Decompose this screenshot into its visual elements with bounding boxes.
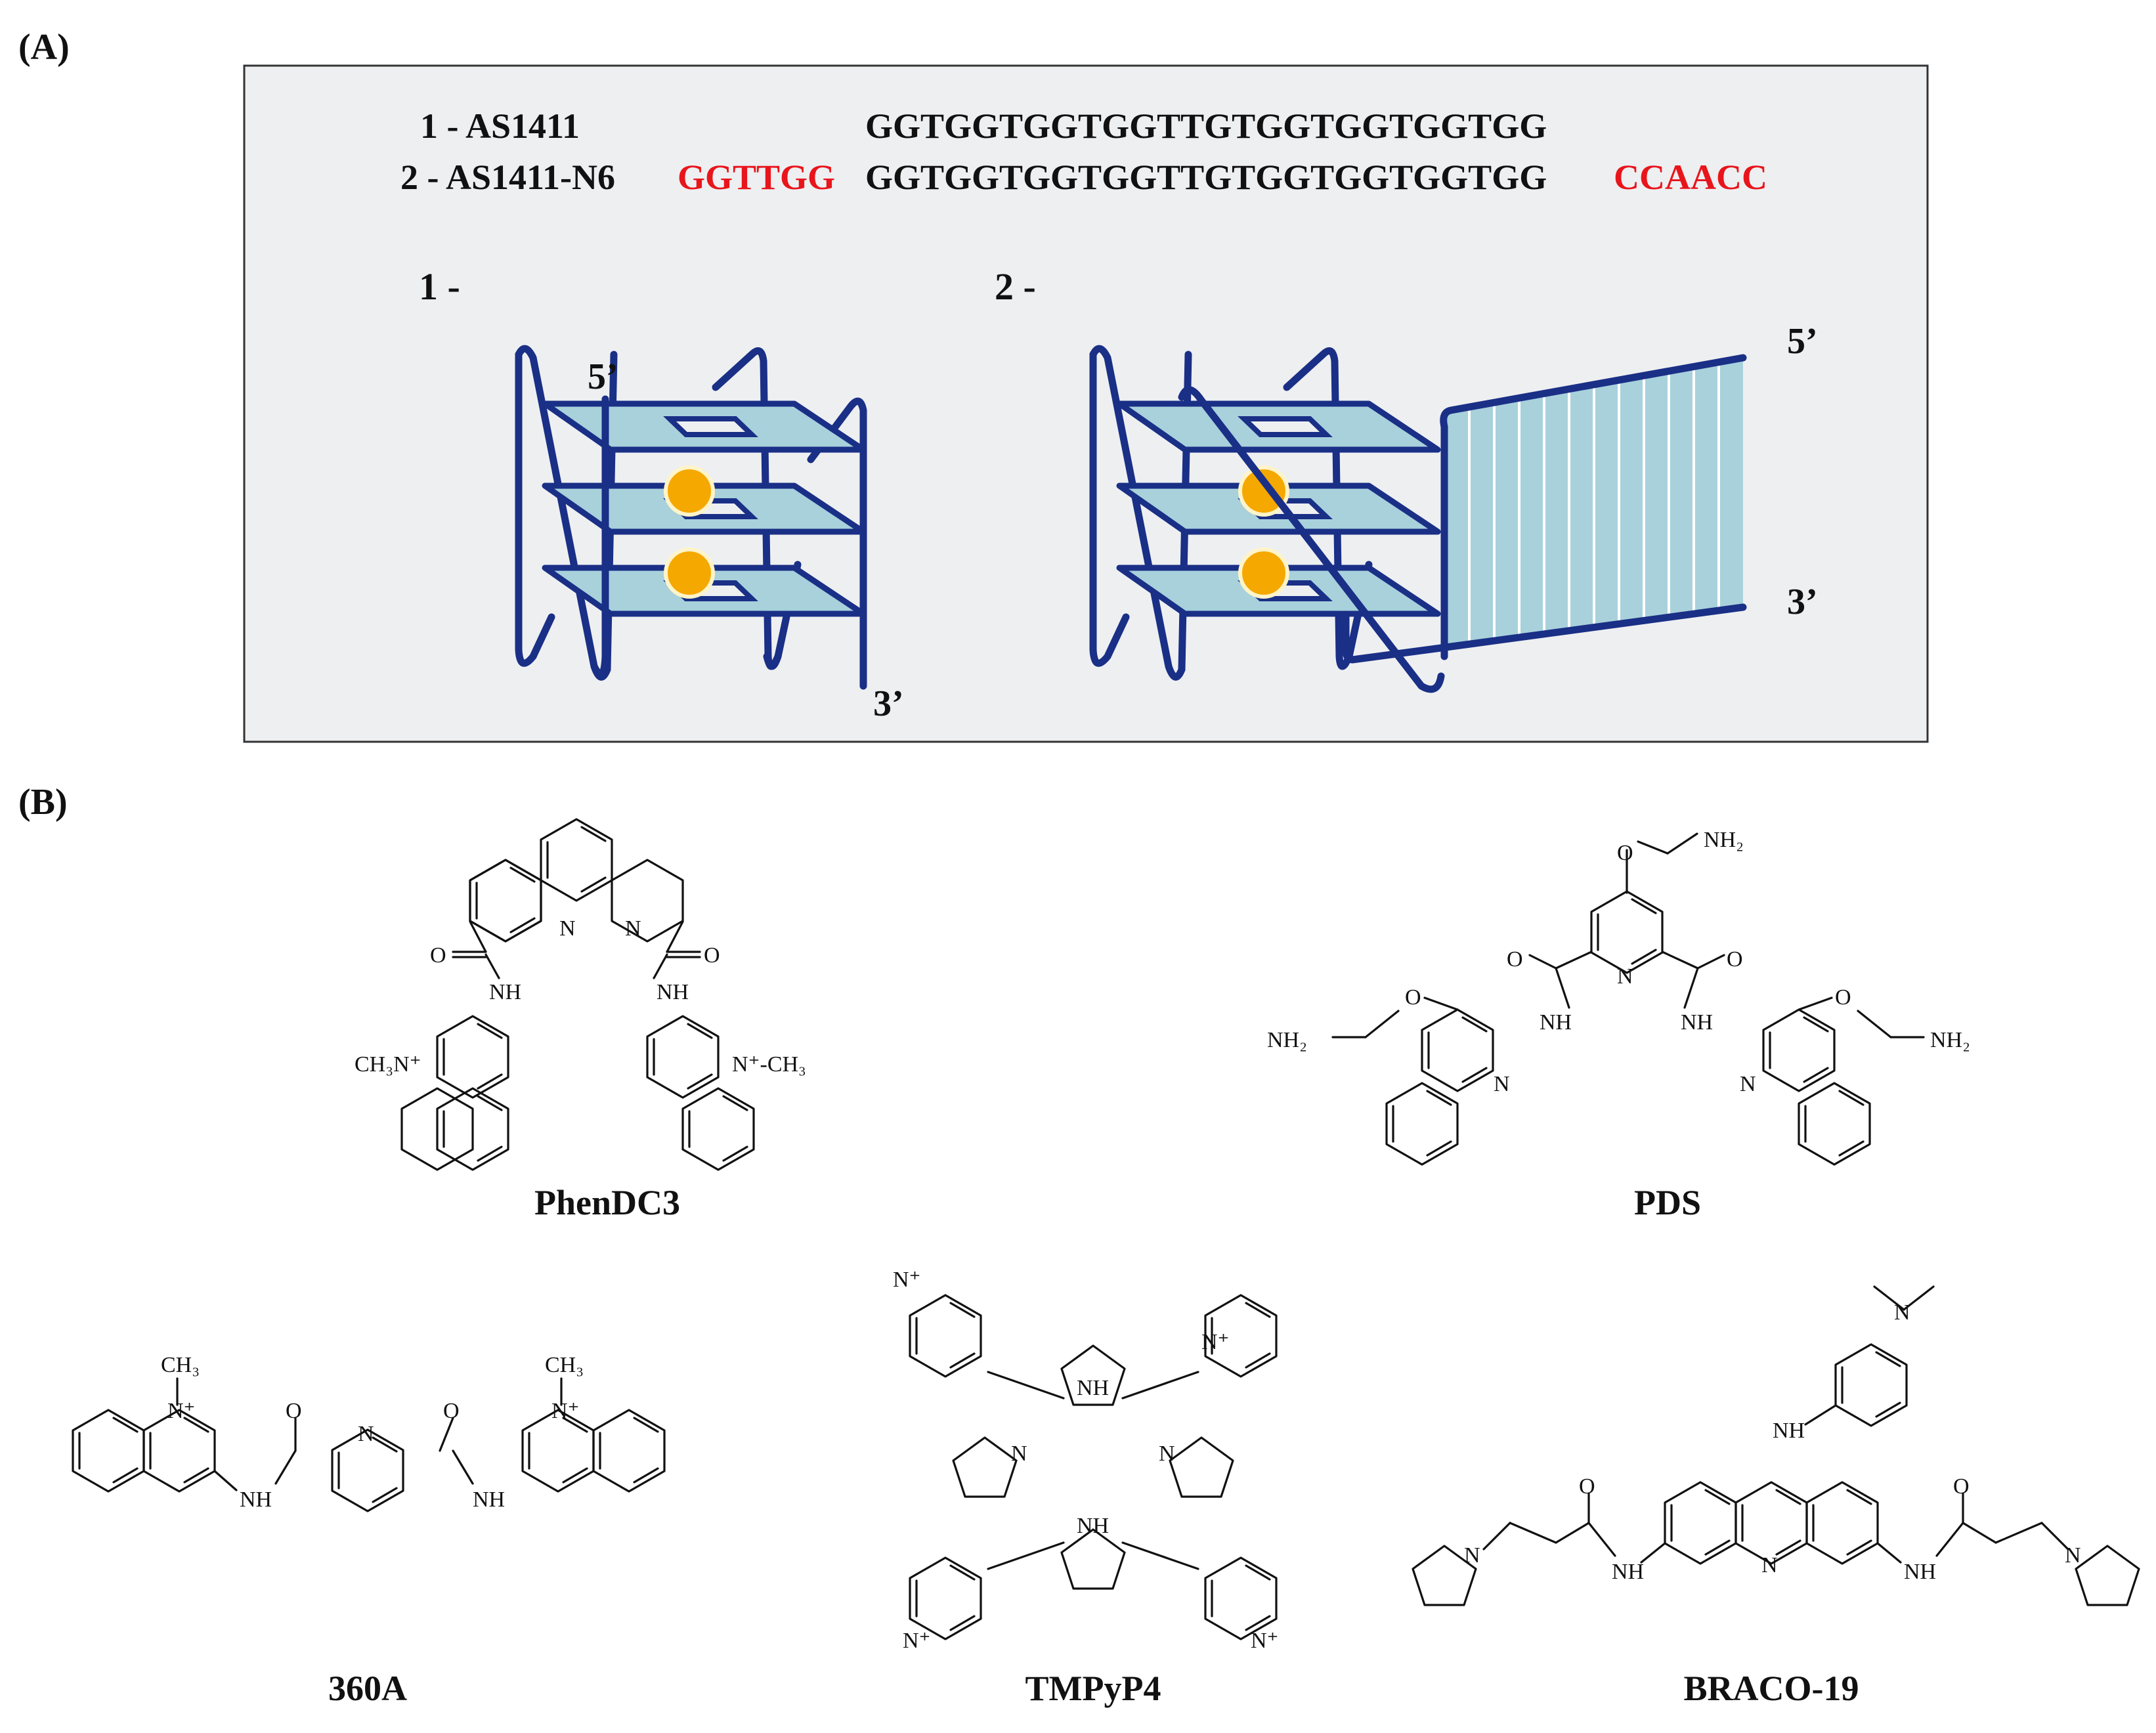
svg-text:NH: NH — [1077, 1514, 1109, 1538]
svg-text:N: N — [1464, 1543, 1480, 1568]
strand-diagonal — [1178, 386, 1445, 693]
svg-text:N: N — [1894, 1300, 1910, 1325]
svg-text:O: O — [430, 943, 446, 968]
svg-text:NH: NH — [657, 980, 689, 1004]
panel-a-label: (A) — [18, 27, 70, 68]
360a-structure: N⁺ CH₃ NH O N O NH N⁺ CH₃ 360A — [72, 1353, 666, 1708]
svg-text:O: O — [1617, 841, 1633, 865]
structure-2-five-prime: 5’ — [1787, 321, 1818, 362]
panel-b-label: (B) — [18, 782, 68, 823]
svg-text:N⁺: N⁺ — [167, 1399, 196, 1423]
svg-text:N⁺: N⁺ — [903, 1629, 931, 1653]
svg-text:O: O — [704, 943, 720, 968]
svg-text:N⁺: N⁺ — [1251, 1629, 1279, 1653]
strand-front — [763, 653, 782, 670]
sequence-2-prefix: GGTTGG — [678, 158, 835, 197]
svg-text:NH: NH — [1904, 1560, 1936, 1584]
svg-text:O: O — [1507, 947, 1523, 972]
svg-text:NH: NH — [240, 1487, 272, 1512]
svg-text:N: N — [2065, 1543, 2081, 1568]
svg-text:NH: NH — [1773, 1419, 1805, 1443]
tetrad-top — [542, 400, 867, 453]
base-pairs — [1468, 362, 1720, 647]
svg-text:NH: NH — [1540, 1010, 1572, 1035]
svg-text:NH₂: NH₂ — [1267, 1028, 1307, 1052]
svg-text:O: O — [1727, 947, 1743, 972]
strand-loop — [1089, 345, 1192, 681]
g-quadruplex-1: 1 - 5’ 3’ — [419, 265, 904, 724]
svg-text:N⁺: N⁺ — [1201, 1330, 1230, 1354]
svg-text:N⁺: N⁺ — [893, 1268, 921, 1292]
svg-text:N⁺: N⁺ — [551, 1399, 580, 1423]
cation-ion — [664, 465, 715, 517]
compound-name: TMPyP4 — [1025, 1669, 1161, 1708]
svg-text:O: O — [443, 1399, 460, 1423]
sequence-1-name: 1 - AS1411 — [420, 106, 580, 146]
cation-ion — [1238, 465, 1289, 517]
svg-text:NH: NH — [1612, 1560, 1644, 1584]
strand-top — [1440, 354, 1747, 660]
svg-text:NH: NH — [1077, 1376, 1109, 1400]
svg-text:NH: NH — [489, 980, 521, 1004]
cation-ion — [1238, 547, 1289, 599]
sequence-list: 1 - AS1411 GGTGGTGGTGGTTGTGGTGGTGGTGG 2 … — [400, 106, 1767, 197]
structure-2-three-prime: 3’ — [1787, 582, 1818, 622]
compound-name: 360A — [328, 1669, 407, 1708]
structure-1-label: 1 - — [419, 265, 460, 308]
phendc3-structure: N N O O NH NH CH₃N⁺ N⁺-CH₃ PhenDC3 — [355, 818, 806, 1222]
structure-1-five-prime: 5’ — [588, 356, 618, 397]
svg-text:N: N — [1159, 1442, 1175, 1466]
svg-text:NH: NH — [473, 1487, 505, 1512]
svg-text:N: N — [1761, 1553, 1778, 1577]
svg-text:N: N — [625, 916, 641, 941]
compound-name: BRACO-19 — [1684, 1669, 1859, 1708]
svg-text:N⁺-CH₃: N⁺-CH₃ — [732, 1052, 806, 1077]
sequence-2-core: GGTGGTGGTGGTTGTGGTGGTGGTGG — [865, 158, 1547, 197]
compound-name: PhenDC3 — [534, 1183, 680, 1222]
svg-text:N: N — [1011, 1442, 1027, 1466]
sequence-1-core: GGTGGTGGTGGTTGTGGTGGTGGTGG — [865, 106, 1547, 146]
g-quadruplex-2: 2 - — [995, 265, 1818, 693]
braco19-structure: N NH N NH O N NH O N BRACO-19 — [1412, 1285, 2140, 1708]
svg-text:NH₂: NH₂ — [1704, 828, 1744, 852]
svg-text:N: N — [358, 1422, 374, 1446]
svg-text:N: N — [1494, 1072, 1510, 1096]
tetrad-top — [1116, 400, 1441, 453]
svg-text:NH: NH — [1681, 1010, 1713, 1035]
svg-text:N: N — [1617, 964, 1633, 989]
svg-text:O: O — [1953, 1474, 1970, 1499]
svg-text:CH₃N⁺: CH₃N⁺ — [355, 1052, 421, 1077]
compound-name: PDS — [1634, 1183, 1701, 1222]
pds-structure: O NH₂ N O NH O NH N N O NH₂ O NH₂ PDS — [1267, 828, 1970, 1222]
tmpyp4-structure: NH NH N N N⁺ N⁺ N⁺ N⁺ TMPyP4 — [893, 1268, 1279, 1708]
strand-front — [1089, 351, 1130, 667]
sequence-2-suffix: CCAACC — [1614, 158, 1767, 197]
strand-loop — [807, 397, 867, 690]
svg-text:O: O — [1579, 1474, 1595, 1499]
svg-text:O: O — [1405, 985, 1421, 1010]
svg-text:O: O — [286, 1399, 302, 1423]
cation-ion — [664, 547, 715, 599]
strand-front — [590, 395, 609, 678]
svg-text:CH₃: CH₃ — [545, 1353, 584, 1377]
svg-text:N: N — [1740, 1072, 1756, 1096]
structure-2-label: 2 - — [995, 265, 1036, 308]
structure-1-three-prime: 3’ — [873, 683, 904, 724]
strand-front — [515, 351, 555, 667]
svg-text:O: O — [1835, 985, 1851, 1010]
sequence-2-name: 2 - AS1411-N6 — [400, 158, 615, 197]
svg-text:N: N — [559, 916, 576, 941]
svg-text:CH₃: CH₃ — [161, 1353, 200, 1377]
svg-text:NH₂: NH₂ — [1930, 1028, 1970, 1052]
